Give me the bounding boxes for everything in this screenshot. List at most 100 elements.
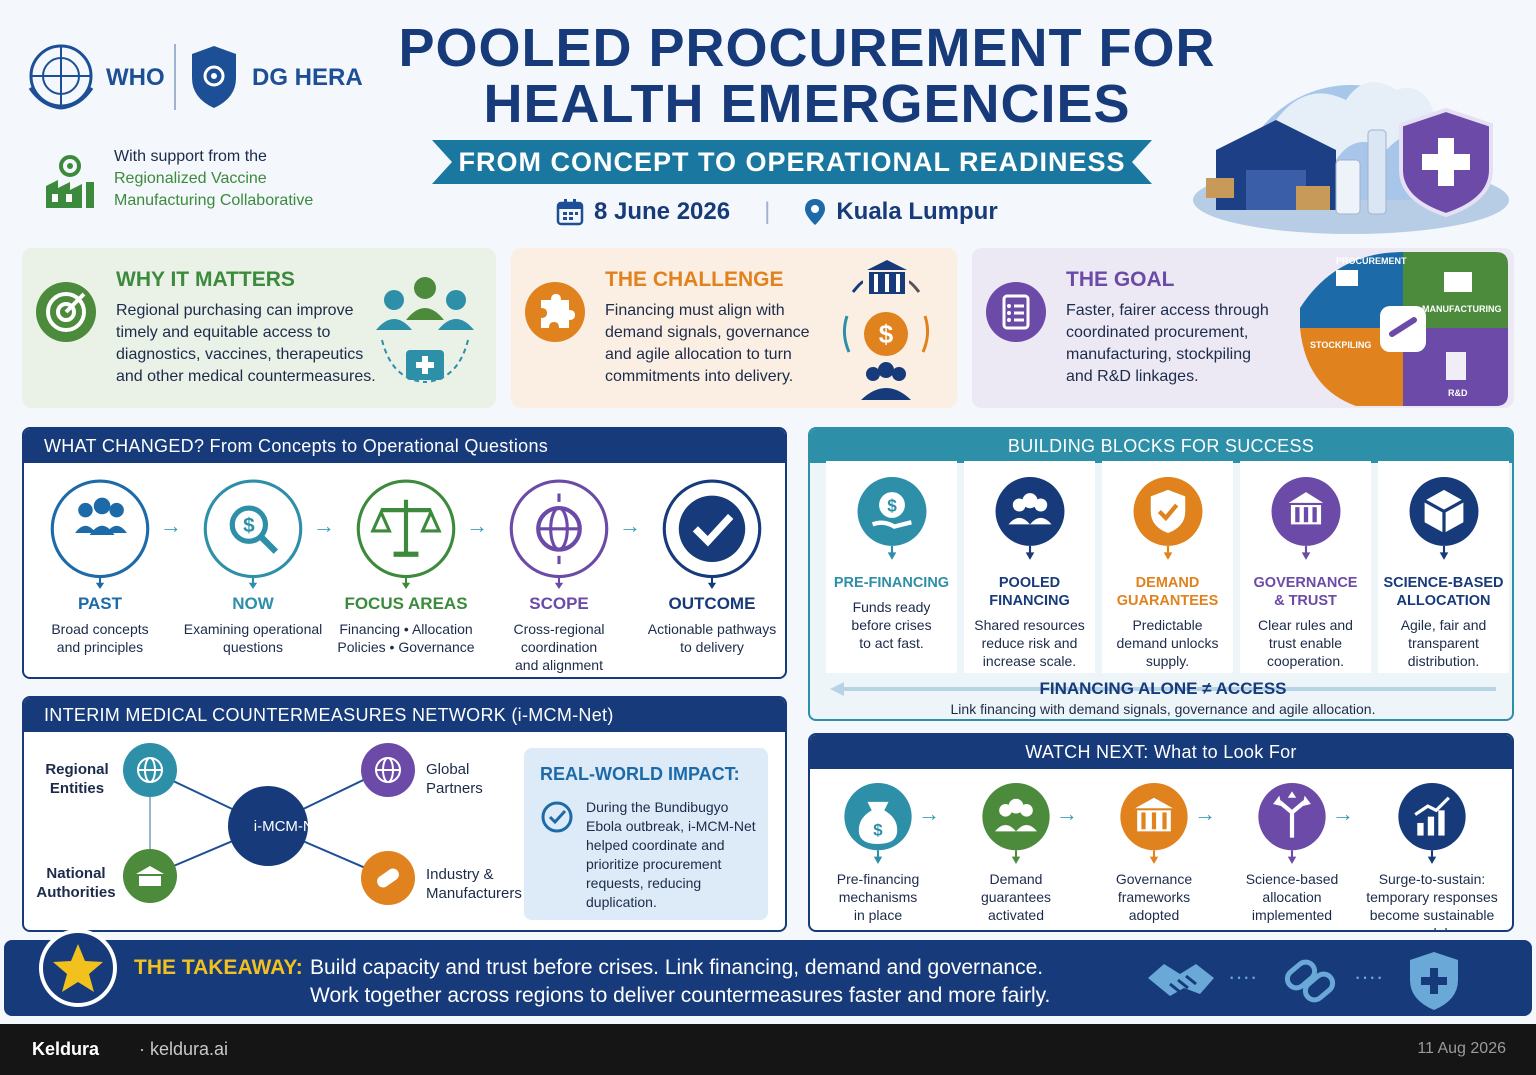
hera-shield-icon	[192, 46, 236, 108]
step-title: OUTCOME	[668, 594, 756, 613]
card-body: Faster, fairer access through coordinate…	[1066, 302, 1269, 385]
takeaway-icons: ···· ····	[1148, 952, 1458, 1010]
hera-label: DG HERA	[252, 64, 363, 91]
takeaway-banner: THE TAKEAWAY: Build capacity and trust b…	[4, 929, 1532, 1016]
shield-plus-icon	[1410, 952, 1458, 1010]
panel-heading: BUILDING BLOCKS FOR SUCCESS	[810, 429, 1512, 463]
link-icon	[1284, 959, 1336, 1003]
panel-heading: WATCH NEXT: What to Look For	[810, 735, 1512, 769]
block-title: GOVERNANCE& TRUST	[1253, 575, 1358, 609]
footer-brand[interactable]: Keldura	[32, 1039, 100, 1059]
watch-arrow-icon: →	[918, 801, 940, 826]
card-the-challenge: THE CHALLENGE Financing must align with …	[511, 248, 957, 408]
finance-cycle-icon: $	[842, 260, 930, 400]
target-icon	[36, 282, 96, 342]
shield-check-icon	[1133, 477, 1202, 560]
block-title: PRE-FINANCING	[833, 575, 950, 591]
watch-arrow-icon: →	[1056, 801, 1078, 826]
puzzle-icon	[525, 282, 585, 342]
who-logo-icon	[28, 44, 94, 110]
svg-text:····: ····	[1228, 964, 1257, 989]
watch-next-panel: WATCH NEXT: What to Look For $ Pre-finan…	[808, 733, 1514, 932]
bar-chart-icon	[1398, 783, 1466, 864]
card-the-goal: THE GOAL Faster, fairer access through c…	[972, 248, 1514, 408]
people-medkit-icon	[376, 277, 474, 383]
footer-date: 11 Aug 2026	[1417, 1040, 1506, 1057]
puzzle-graphic: PROCUREMENT MANUFACTURING STOCKPILING R&…	[1296, 248, 1510, 408]
page-title-line2: HEALTH EMERGENCIES	[483, 74, 1131, 134]
step-arrow-icon: →	[619, 513, 641, 538]
step-people-icon	[50, 479, 150, 589]
money-bag-icon: $	[844, 783, 912, 864]
who-label: WHO	[106, 64, 165, 91]
node-industry-manufacturers: Industry &Manufacturers	[426, 866, 522, 902]
check-circle-icon	[541, 801, 573, 833]
financing-note: Link financing with demand signals, gove…	[950, 701, 1376, 717]
svg-text:····: ····	[1354, 964, 1383, 989]
subtitle: FROM CONCEPT TO OPERATIONAL READINESS	[458, 147, 1126, 177]
event-date: 8 June 2026	[594, 198, 731, 225]
page-title-line1: POOLED PROCUREMENT FOR	[398, 18, 1216, 78]
card-why-it-matters: WHY IT MATTERS Regional purchasing can i…	[22, 248, 496, 408]
institution-icon	[1120, 783, 1188, 864]
network-panel: INTERIM MEDICAL COUNTERMEASURES NETWORK …	[22, 696, 787, 932]
support-label: With support from the	[114, 148, 267, 165]
star-icon	[39, 929, 117, 1007]
support-org-name: Regionalized Vaccine Manufacturing Colla…	[114, 170, 314, 209]
date-separator: |	[764, 198, 771, 225]
checklist-icon	[986, 282, 1046, 342]
what-changed-panel: WHAT CHANGED? From Concepts to Operation…	[22, 427, 787, 679]
calendar-icon	[556, 199, 584, 226]
logo-divider	[174, 44, 176, 110]
watch-arrow-icon: →	[1194, 801, 1216, 826]
handshake-icon	[1148, 964, 1214, 996]
split-arrows-icon	[1258, 783, 1326, 864]
page-title: POOLED PROCUREMENT FOR HEALTH EMERGENCIE…	[392, 20, 1222, 132]
puzzle-rnd-label: R&D	[1448, 388, 1468, 398]
subtitle-ribbon	[432, 140, 1152, 184]
panel-heading: INTERIM MEDICAL COUNTERMEASURES NETWORK …	[24, 698, 785, 732]
card-body: Regional purchasing can improve timely a…	[116, 302, 376, 385]
step-title: FOCUS AREAS	[344, 594, 468, 613]
takeaway-text: Build capacity and trust before crises. …	[310, 956, 1051, 1007]
card-body: Financing must align with demand signals…	[605, 302, 810, 385]
puzzle-quadrants	[1300, 252, 1508, 406]
footer-url-link[interactable]: · keldura.ai	[139, 1039, 229, 1059]
svg-text:$: $	[873, 821, 883, 840]
panel-heading: WHAT CHANGED? From Concepts to Operation…	[24, 429, 785, 463]
event-info: 8 June 2026 | Kuala Lumpur	[556, 196, 998, 228]
svg-text:$: $	[879, 319, 894, 349]
watch-arrow-icon: →	[1332, 801, 1354, 826]
people-group-icon	[995, 477, 1064, 560]
network-diagram	[123, 743, 415, 905]
institution-icon	[1271, 477, 1340, 560]
real-world-impact-box: REAL-WORLD IMPACT: During the Bundibugyo…	[524, 748, 768, 920]
